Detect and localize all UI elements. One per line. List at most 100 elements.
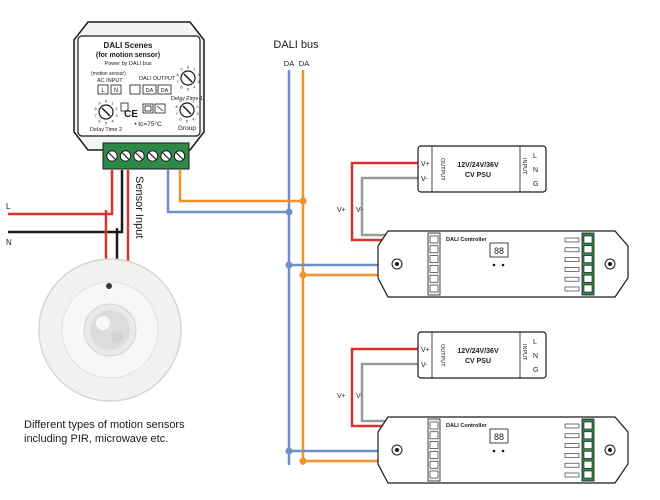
- bus-junction: [299, 271, 307, 279]
- controller-output-slot: [583, 274, 593, 283]
- sensor-input-label: Sensor Input: [133, 176, 145, 238]
- ce-mark: CE: [124, 109, 138, 120]
- ctrl-vminus-label: V-: [356, 207, 363, 214]
- bus-junction: [285, 261, 293, 269]
- module-subtitle: (for motion sensor): [96, 52, 160, 59]
- dial-number: 6: [179, 117, 182, 122]
- dial-number: 8: [175, 104, 178, 109]
- ctrl-vminus-label: V-: [356, 393, 363, 400]
- dial-number: 8: [94, 106, 97, 111]
- controller-output-trace: [564, 276, 580, 282]
- dial-number: 3: [196, 111, 199, 116]
- controller-terminal-slot: [429, 431, 439, 440]
- group-label: Group: [178, 125, 196, 132]
- controller-display-digits: 88: [494, 246, 504, 256]
- neutral-wire: [8, 170, 124, 234]
- dali-controller-1: DALI Controller 88: [377, 230, 629, 298]
- terminal-screw-slot: [148, 152, 157, 160]
- controller-title: DALI Controller: [446, 237, 487, 243]
- controller-output-trace: [564, 267, 580, 272]
- ctrl-vplus-label: V+: [337, 393, 346, 400]
- dial-number: 7: [176, 79, 179, 84]
- psu-input-label: INPUT: [521, 158, 527, 175]
- dial-number: 8: [176, 72, 179, 77]
- dial-number: 1: [192, 99, 195, 104]
- dial-number: 4: [192, 117, 195, 122]
- dali-controller-2: DALI Controller 88: [377, 416, 629, 484]
- dial-number: 2: [196, 104, 199, 109]
- controller-output-trace: [564, 472, 580, 478]
- controller-output-trace: [564, 453, 580, 458]
- controller-output-trace: [564, 462, 580, 468]
- dial-number: 1: [193, 67, 196, 72]
- psu-2: V+ V- OUTPUT INPUT 12V/24V/36V CV PSU L …: [417, 331, 547, 379]
- psu2-vplus-wire: [350, 347, 428, 428]
- controller-right-terminals: [564, 235, 593, 293]
- bus-junction: [285, 208, 293, 216]
- bus-junction: [285, 447, 293, 455]
- controller-output-trace: [564, 237, 580, 243]
- class-ii-icon: [154, 103, 166, 114]
- controller-terminal-slot: [429, 265, 439, 273]
- module-power-note: Power by DALI bus: [104, 61, 151, 67]
- bus-da-label: DA: [284, 59, 294, 68]
- psu-input-label: INPUT: [521, 344, 527, 361]
- controller-output-trace: [564, 433, 580, 439]
- controller-output-slot: [583, 460, 593, 469]
- controller-terminal-slot: [429, 441, 439, 449]
- module-dali-output-label: DALI OUTPUT: [139, 76, 176, 82]
- dali-bus-label: DALI bus: [273, 39, 319, 51]
- controller-terminal-slot: [429, 460, 439, 469]
- controller-title: DALI Controller: [446, 423, 487, 429]
- psu-terminal-n: N: [533, 353, 538, 360]
- dali-scenes-module: DALI Scenes (for motion sensor) Power by…: [73, 21, 205, 170]
- controller-output-trace: [564, 247, 580, 253]
- dial-number: 4: [193, 85, 196, 90]
- dial-number: 5: [186, 119, 189, 124]
- bus-da-label: DA: [299, 59, 309, 68]
- module-da-orange-wire: [178, 170, 303, 203]
- module-title: DALI Scenes: [104, 41, 153, 50]
- controller-output-trace: [564, 286, 580, 292]
- controller-terminal-slot: [429, 274, 439, 283]
- dial-number: 2: [197, 72, 200, 77]
- controller-terminal-slot: [429, 470, 439, 479]
- dial-number: 3: [197, 79, 200, 84]
- psu-subtitle: CV PSU: [465, 358, 491, 365]
- controller-output-slot: [583, 451, 593, 459]
- terminal-box: [142, 84, 157, 95]
- weee-bin-icon: [120, 102, 129, 112]
- live-wire: [8, 170, 114, 216]
- controller-terminal-slot: [429, 245, 439, 254]
- controller-display-digits: 88: [494, 432, 504, 442]
- terminal-n-label: N: [114, 88, 118, 94]
- dial-number: 7: [175, 111, 178, 116]
- psu-vplus-label: V+: [421, 161, 430, 168]
- dial-number: 2: [115, 106, 118, 111]
- dial-number: 9: [180, 67, 183, 72]
- delay-time-2-label: Delay Time 2: [90, 127, 122, 133]
- terminal-da-label: DA: [161, 88, 169, 94]
- ctrl-vplus-label: V+: [337, 207, 346, 214]
- terminal-box: [110, 84, 122, 95]
- psu-output-label: OUTPUT: [439, 344, 445, 367]
- dial-number: 7: [94, 113, 97, 118]
- dial-number: 4: [111, 119, 114, 124]
- terminal-screws: [106, 150, 186, 162]
- dial-number: 5: [105, 121, 108, 126]
- controller-terminal-slot: [429, 284, 439, 293]
- motion-sensor: [38, 258, 182, 402]
- psu-terminal-l: L: [533, 153, 537, 160]
- bus-junction: [299, 457, 307, 465]
- certification-icon: [142, 103, 154, 114]
- dial-number: 5: [187, 87, 190, 92]
- controller-output-slot: [583, 470, 593, 479]
- controller-left-terminals: [429, 421, 439, 479]
- controller-display: [489, 428, 509, 444]
- terminal-screw-slot: [135, 152, 143, 160]
- controller-output-slot: [583, 265, 593, 273]
